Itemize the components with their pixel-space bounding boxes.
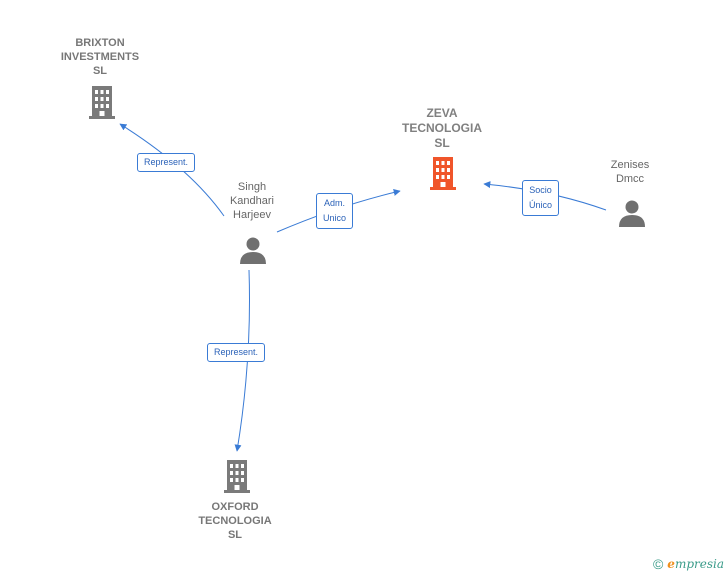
node-label-zeva[interactable]: ZEVA TECNOLOGIA SL	[382, 106, 502, 151]
edge-label-line: Adm.	[324, 198, 346, 208]
node-label-singh[interactable]: Singh Kandhari Harjeev	[212, 180, 292, 222]
edge-label-singh-oxford[interactable]: Represent.	[207, 343, 266, 362]
label-line: Singh	[237, 181, 267, 193]
label-line: Kandhari	[229, 195, 275, 207]
brand-initial: e	[667, 557, 675, 571]
label-line: Zenises	[610, 159, 650, 171]
label-line: Dmcc	[615, 173, 645, 185]
person-icon	[619, 200, 645, 227]
label-line: SL	[92, 65, 108, 77]
label-line: INVESTMENTS	[60, 51, 140, 63]
label-line: TECNOLOGIA	[402, 121, 482, 135]
edge-label-line: Socio	[529, 185, 552, 195]
label-line: SL	[227, 529, 243, 541]
edge-label-line: Único	[529, 200, 553, 210]
copyright-symbol: ©	[652, 556, 664, 572]
edge-label-singh-zeva[interactable]: Adm. Unico	[316, 193, 354, 229]
edge-label-singh-brixton[interactable]: Represent.	[137, 153, 196, 172]
label-line: ZEVA	[426, 106, 458, 120]
building-icon	[224, 460, 250, 493]
person-icon	[240, 237, 266, 264]
building-icon	[430, 157, 456, 190]
edge-label-line: Unico	[323, 213, 347, 223]
node-label-oxford[interactable]: OXFORD TECNOLOGIA SL	[175, 500, 295, 542]
brand-logo: empresia	[667, 557, 724, 571]
building-icon	[89, 86, 115, 119]
footer-brand[interactable]: © empresia	[653, 556, 724, 572]
label-line: SL	[434, 136, 450, 150]
label-line: Harjeev	[233, 209, 271, 221]
brand-rest: mpresia	[674, 557, 724, 571]
label-line: TECNOLOGIA	[198, 515, 272, 527]
node-label-zenises[interactable]: Zenises Dmcc	[590, 158, 670, 186]
node-label-brixton[interactable]: BRIXTON INVESTMENTS SL	[40, 36, 160, 78]
label-line: OXFORD	[211, 501, 259, 513]
label-line: BRIXTON	[75, 37, 125, 49]
edge-label-zenises-zeva[interactable]: Socio Único	[522, 180, 560, 216]
